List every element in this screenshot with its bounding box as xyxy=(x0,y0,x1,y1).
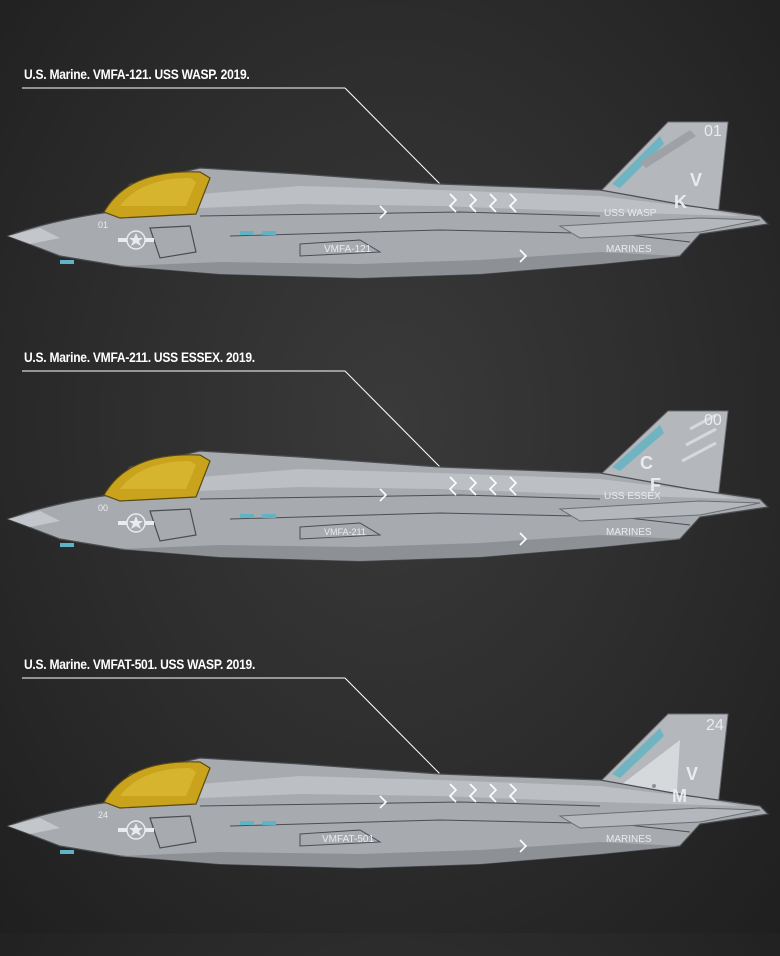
squadron-marking: VMFA-211 xyxy=(324,527,366,537)
aircraft-profile-1: U.S. Marine. VMFA-121. USS WASP. 2019. xyxy=(0,66,780,366)
ship-name: USS ESSEX xyxy=(604,491,661,502)
tail-code-1: C xyxy=(640,453,653,473)
service-marking: MARINES xyxy=(606,244,652,255)
tail-code-2: M xyxy=(672,786,687,806)
profile-caption: U.S. Marine. VMFAT-501. USS WASP. 2019. xyxy=(24,656,256,672)
service-marking: MARINES xyxy=(606,834,652,845)
aircraft-illustration: 24 V M VMFAT-501 MARINES 24 xyxy=(6,677,770,869)
aircraft-profile-2: U.S. Marine. VMFA-211. USS ESSEX. 2019. xyxy=(0,349,780,649)
nose-number: 01 xyxy=(98,220,108,230)
aircraft-profile-3: U.S. Marine. VMFAT-501. USS WASP. 2019. xyxy=(0,656,780,956)
tail-code-2: K xyxy=(674,192,687,212)
nose-number: 24 xyxy=(98,810,108,820)
profile-caption: U.S. Marine. VMFA-211. USS ESSEX. 2019. xyxy=(24,349,255,365)
tail-code-1: V xyxy=(686,764,698,784)
squadron-marking: VMFAT-501 xyxy=(322,834,374,845)
tail-modex: 00 xyxy=(704,412,722,429)
squadron-marking: VMFA-121 xyxy=(324,244,372,255)
tail-code-1: V xyxy=(690,170,702,190)
profile-caption: U.S. Marine. VMFA-121. USS WASP. 2019. xyxy=(24,66,250,82)
aircraft-illustration: 01 V K USS WASP VMFA-121 MARINES 01 xyxy=(6,87,770,279)
tail-code-2: F xyxy=(650,475,661,495)
nose-number: 00 xyxy=(98,503,108,513)
tail-modex: 24 xyxy=(706,717,724,734)
service-marking: MARINES xyxy=(606,527,652,538)
aircraft-illustration: 00 C F USS ESSEX VMFA-211 MARINES 00 xyxy=(6,370,770,562)
ship-name: USS WASP xyxy=(604,208,657,219)
tail-modex: 01 xyxy=(704,123,722,140)
